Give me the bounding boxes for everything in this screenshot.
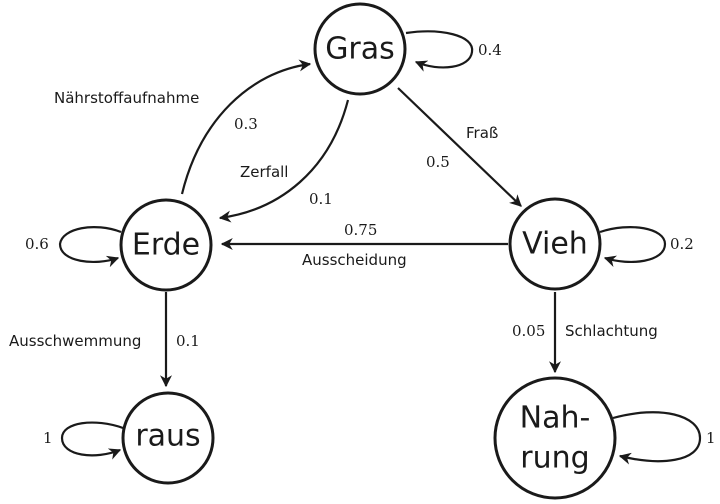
edge-erde-self (58, 226, 122, 268)
node-gras-label: Gras (325, 32, 395, 67)
node-raus-label: raus (135, 419, 200, 454)
prob-vieh-self: 0.2 (670, 235, 694, 253)
label-vieh-nahrung: Schlachtung (565, 322, 658, 340)
node-raus: raus (121, 391, 215, 485)
edge-gras-erde (218, 99, 350, 223)
label-vieh-erde: Ausscheidung (302, 251, 407, 269)
prob-vieh-erde: 0.75 (344, 221, 377, 239)
prob-gras-vieh: 0.5 (426, 153, 450, 171)
edge-gras-self (405, 30, 474, 72)
label-erde-raus: Ausschwemmung (9, 332, 141, 350)
prob-vieh-nahrung: 0.05 (512, 322, 545, 340)
edge-raus-self (60, 421, 124, 460)
edge-gras-vieh (397, 87, 522, 207)
node-nahrung-label-line1: Nah- (520, 401, 591, 436)
node-gras: Gras (313, 2, 407, 96)
label-erde-gras: Nährstoffaufnahme (54, 89, 199, 107)
prob-raus-self: 1 (43, 429, 53, 447)
prob-nahrung-self: 1 (706, 429, 716, 447)
prob-erde-gras: 0.3 (234, 115, 258, 133)
prob-erde-raus: 0.1 (176, 332, 200, 350)
node-vieh: Vieh (508, 197, 602, 291)
edge-nahrung-self (612, 411, 702, 465)
node-erde-label: Erde (132, 228, 200, 263)
node-vieh-label: Vieh (522, 227, 588, 262)
edges (58, 30, 702, 465)
node-nahrung-label-line2: rung (520, 441, 589, 476)
node-nahrung: Nah- rung (493, 376, 617, 500)
node-erde: Erde (119, 198, 213, 292)
prob-gras-self: 0.4 (478, 41, 502, 59)
prob-gras-erde: 0.1 (309, 190, 333, 208)
label-gras-vieh: Fraß (466, 124, 498, 142)
prob-erde-self: 0.6 (25, 235, 49, 253)
edge-labels: 0.4 Nährstoffaufnahme 0.3 Zerfall 0.1 Fr… (9, 41, 716, 447)
label-gras-erde: Zerfall (240, 163, 288, 181)
edge-vieh-self (599, 226, 667, 268)
edge-erde-gras (180, 59, 312, 195)
